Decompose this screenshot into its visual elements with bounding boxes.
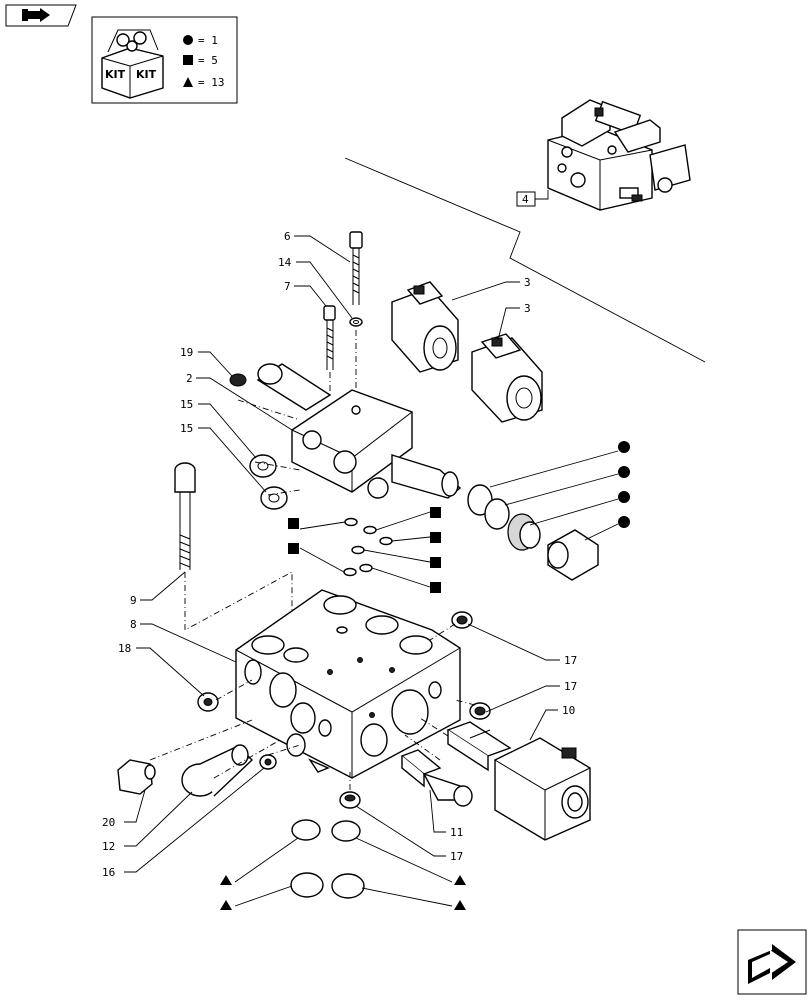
- washer-14: [349, 317, 363, 327]
- legend-triangle-symbol: [183, 77, 193, 87]
- plug-15-upper: [249, 454, 277, 478]
- seal-16: [259, 754, 277, 770]
- callout-label: 16: [102, 866, 115, 879]
- o-ring-triangle: [331, 820, 361, 842]
- callout-label: 3: [524, 302, 531, 315]
- callout-label: 15: [180, 422, 193, 435]
- callout-label: 11: [450, 826, 463, 839]
- manifold-block-8: [235, 589, 461, 779]
- callout-label: 8: [130, 618, 137, 631]
- coil-3-lower: [471, 333, 543, 423]
- relief-valve-12: [181, 744, 254, 797]
- o-ring-triangle: [331, 873, 365, 899]
- plug-18: [197, 692, 219, 712]
- callout-label: 17: [564, 654, 577, 667]
- o-ring-2: [484, 498, 510, 530]
- callout-label: 9: [130, 594, 137, 607]
- callout-label: 6: [284, 230, 291, 243]
- reference-box-4: 4: [516, 190, 549, 207]
- legend-circle-symbol: [183, 35, 193, 45]
- plug-20: [117, 759, 156, 795]
- callout-label: 20: [102, 816, 115, 829]
- callout-label: 17: [564, 680, 577, 693]
- bolt-6: [349, 231, 363, 305]
- bolt-7: [323, 305, 336, 370]
- kit-circle-marker: [618, 466, 630, 478]
- kit-square-marker: [430, 582, 441, 593]
- callout-label: 19: [180, 346, 193, 359]
- kit-triangle-marker: [454, 875, 466, 885]
- cartridge-valve-2: [256, 363, 462, 499]
- legend-square-text: = 5: [198, 54, 218, 67]
- spring-seat: [507, 513, 541, 551]
- o-ring-triangle: [290, 872, 324, 898]
- legend-circle-text: = 1: [198, 34, 218, 47]
- next-page-arrow-icon[interactable]: [737, 929, 807, 995]
- callout-label: 17: [450, 850, 463, 863]
- kit-circle-marker: [618, 491, 630, 503]
- kit-label-left: KIT: [105, 68, 126, 81]
- book-arrow-icon[interactable]: [5, 4, 77, 27]
- callout-label: 18: [118, 642, 131, 655]
- callout-label: 2: [186, 372, 193, 385]
- callouts: 6 14 7 19 2 15 15 9 8 18 20 12 16 3 3 17…: [102, 230, 577, 879]
- plug-19: [229, 373, 247, 387]
- kit-triangle-marker: [454, 900, 466, 910]
- kit-square-marker: [430, 507, 441, 518]
- plug-17-c: [339, 791, 361, 809]
- reference-box-label: 4: [522, 193, 529, 206]
- legend-triangle-text: = 13: [198, 76, 225, 89]
- o-ring-triangle: [291, 819, 321, 841]
- legend-square-symbol: [183, 55, 193, 65]
- kit-square-marker: [288, 518, 299, 529]
- kit-box-icon: KIT KIT: [101, 29, 164, 99]
- kit-circle-marker: [618, 516, 630, 528]
- solenoid-valve-10: [446, 721, 591, 841]
- small-seals: [343, 517, 393, 577]
- assembled-valve-thumbnail: [547, 99, 691, 211]
- coil-3-upper: [391, 281, 459, 373]
- section-leader-line: [344, 157, 706, 363]
- kit-circle-marker: [618, 441, 630, 453]
- kit-triangle-marker: [220, 900, 232, 910]
- kit-square-marker: [288, 543, 299, 554]
- callout-label: 14: [278, 256, 292, 269]
- callout-label: 3: [524, 276, 531, 289]
- callout-label: 12: [102, 840, 115, 853]
- cartridge-11: [400, 749, 473, 807]
- kit-label-right: KIT: [136, 68, 157, 81]
- kit-square-marker: [430, 557, 441, 568]
- plug-15-lower: [260, 486, 288, 510]
- callout-label: 15: [180, 398, 193, 411]
- callout-label: 10: [562, 704, 575, 717]
- bolt-9: [174, 462, 196, 570]
- end-cap: [547, 529, 599, 581]
- plug-17-b: [469, 702, 491, 720]
- kit-square-marker: [430, 532, 441, 543]
- plug-17-a: [451, 611, 473, 629]
- callout-label: 7: [284, 280, 291, 293]
- kit-triangle-marker: [220, 875, 232, 885]
- kit-legend: KIT KIT = 1 = 5 = 13: [91, 16, 238, 104]
